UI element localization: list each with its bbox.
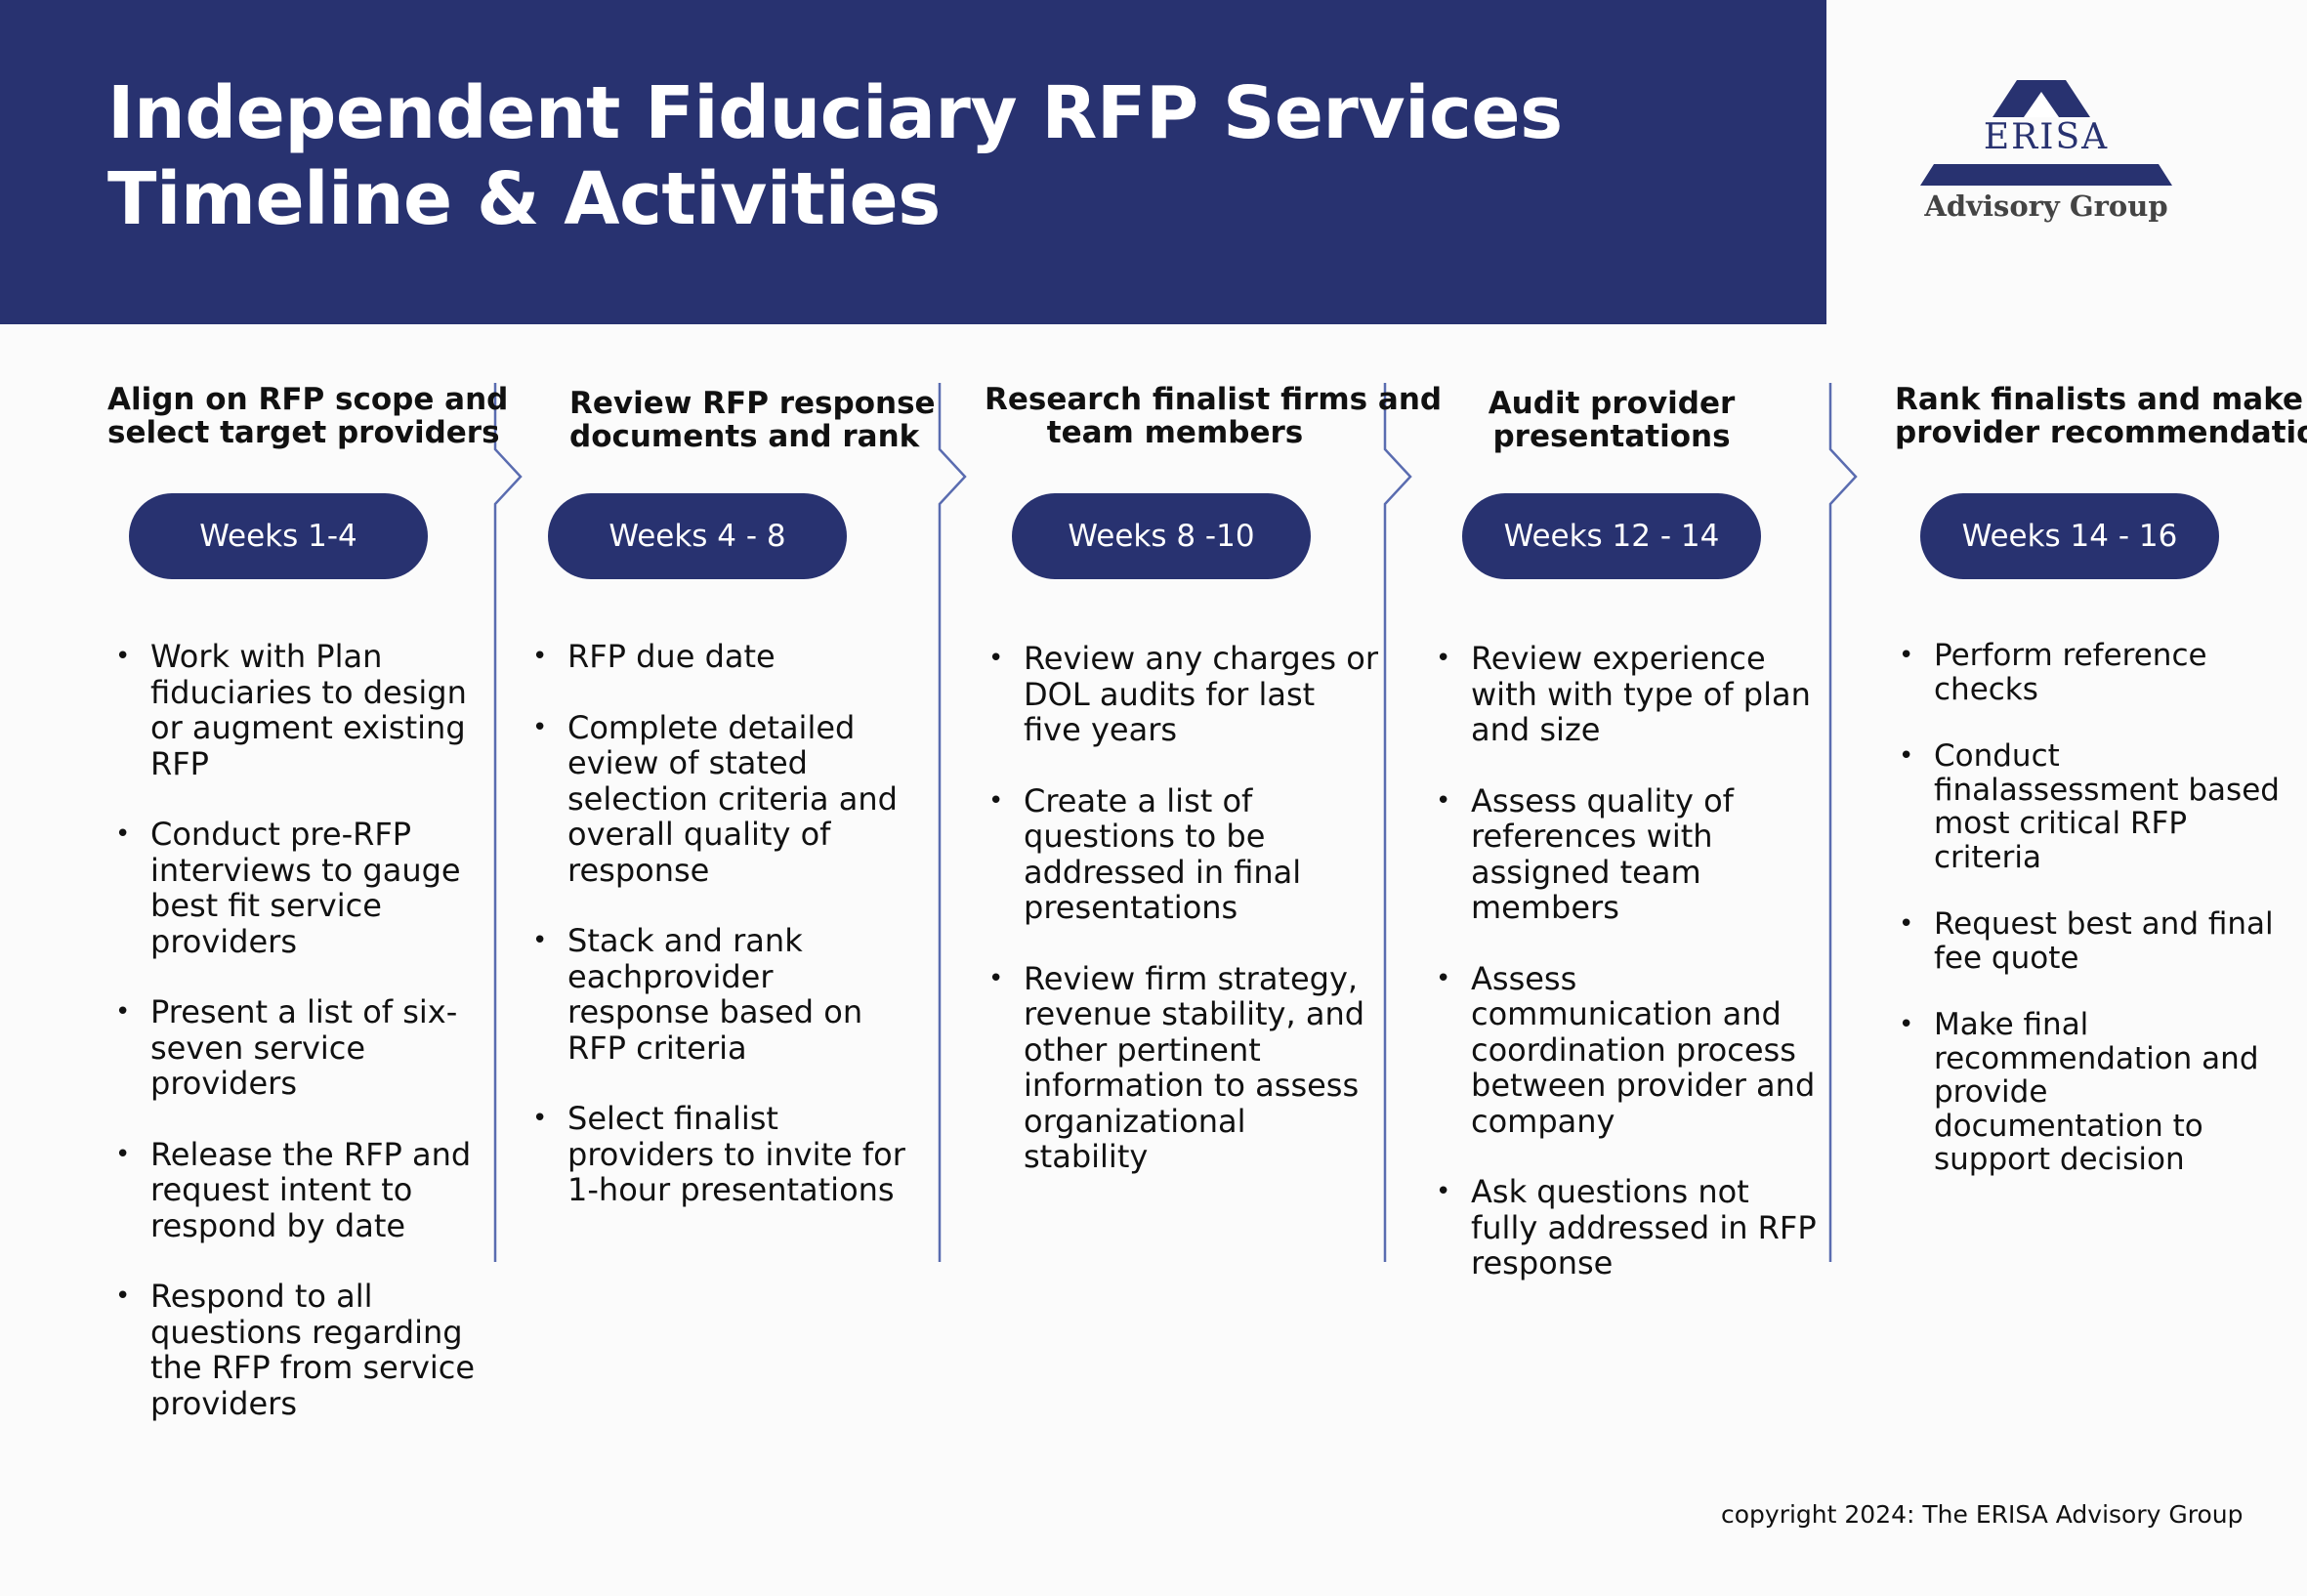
weeks-badge: Weeks 14 - 16 [1920,493,2219,579]
activity-list: Work with Plan fiduciaries to design or … [115,639,477,1456]
weeks-badge: Weeks 8 -10 [1012,493,1311,579]
list-item: Work with Plan fiduciaries to design or … [115,639,477,781]
column-heading: Rank finalists and make provider recomme… [1895,382,2307,450]
list-item: RFP due date [532,639,923,675]
list-item: Select finalist providers to invite for … [532,1101,923,1208]
column-heading: Research finalist firms and team members [985,382,1443,450]
logo-name: ERISA [1983,117,2110,157]
list-item: Assess quality of references with assign… [1436,782,1817,926]
divider-4 [1828,383,1858,1262]
activity-list: Review any charges or DOL audits for las… [988,641,1379,1210]
list-item: Create a list of questions to be address… [988,782,1379,926]
title-line-2: Timeline & Activities [107,157,941,241]
divider-2 [938,383,967,1262]
list-item: Review any charges or DOL audits for las… [988,641,1379,748]
list-item: Conduct finalassessment based most criti… [1899,739,2280,874]
copyright-notice: copyright 2024: The ERISA Advisory Group [1721,1500,2244,1529]
divider-3 [1383,383,1412,1262]
column-heading: Audit provider presentations [1455,387,1768,453]
column-heading-line: Align on RFP scope and [107,382,509,417]
list-item: Stack and rank eachprovider response bas… [532,923,923,1066]
column-heading-line: Research finalist firms and [985,382,1443,417]
activity-list: Review experience with with type of plan… [1436,641,1817,1317]
column-heading-line: Review RFP response [569,386,936,421]
weeks-badge: Weeks 4 - 8 [548,493,847,579]
column-heading-line: select target providers [107,415,500,450]
list-item: Request best and final fee quote [1899,907,2280,975]
list-item: Make final recommendation and provide do… [1899,1008,2280,1177]
page-title: Independent Fiduciary RFP Services Timel… [107,70,1563,242]
title-line-1: Independent Fiduciary RFP Services [107,71,1563,155]
list-item: Conduct pre-RFP interviews to gauge best… [115,817,477,959]
weeks-badge: Weeks 1-4 [129,493,428,579]
list-item: Perform reference checks [1899,639,2280,706]
logo-subtitle: Advisory Group [1924,189,2168,223]
activity-list: Perform reference checks Conduct finalas… [1899,639,2280,1210]
header-banner: Independent Fiduciary RFP Services Timel… [0,0,1826,324]
list-item: Review firm strategy, revenue stability,… [988,960,1379,1175]
divider-1 [493,383,523,1262]
list-item: Respond to all questions regarding the R… [115,1279,477,1421]
list-item: Assess communication and coordination pr… [1436,960,1817,1140]
column-heading-line: Audit provider [1488,386,1736,421]
column-heading: Align on RFP scope and select target pro… [107,383,508,449]
company-logo: ERISA Advisory Group [1914,76,2178,242]
column-heading-line: presentations [1492,419,1731,454]
list-item: Release the RFP and request intent to re… [115,1136,477,1244]
column-heading-line: Rank finalists and make [1895,382,2304,417]
list-item: Ask questions not fully addressed in RFP… [1436,1174,1817,1281]
column-heading: Review RFP response documents and rank [569,387,936,453]
house-roof-icon [1920,80,2172,186]
list-item: Present a list of six-seven service prov… [115,994,477,1102]
column-heading-line: documents and rank [569,419,920,454]
list-item: Complete detailed eview of stated select… [532,709,923,889]
list-item: Review experience with with type of plan… [1436,641,1817,748]
column-heading-line: team members [1046,415,1304,450]
column-heading-line: provider recommendation [1895,415,2307,450]
activity-list: RFP due date Complete detailed eview of … [532,639,923,1243]
weeks-badge: Weeks 12 - 14 [1462,493,1761,579]
